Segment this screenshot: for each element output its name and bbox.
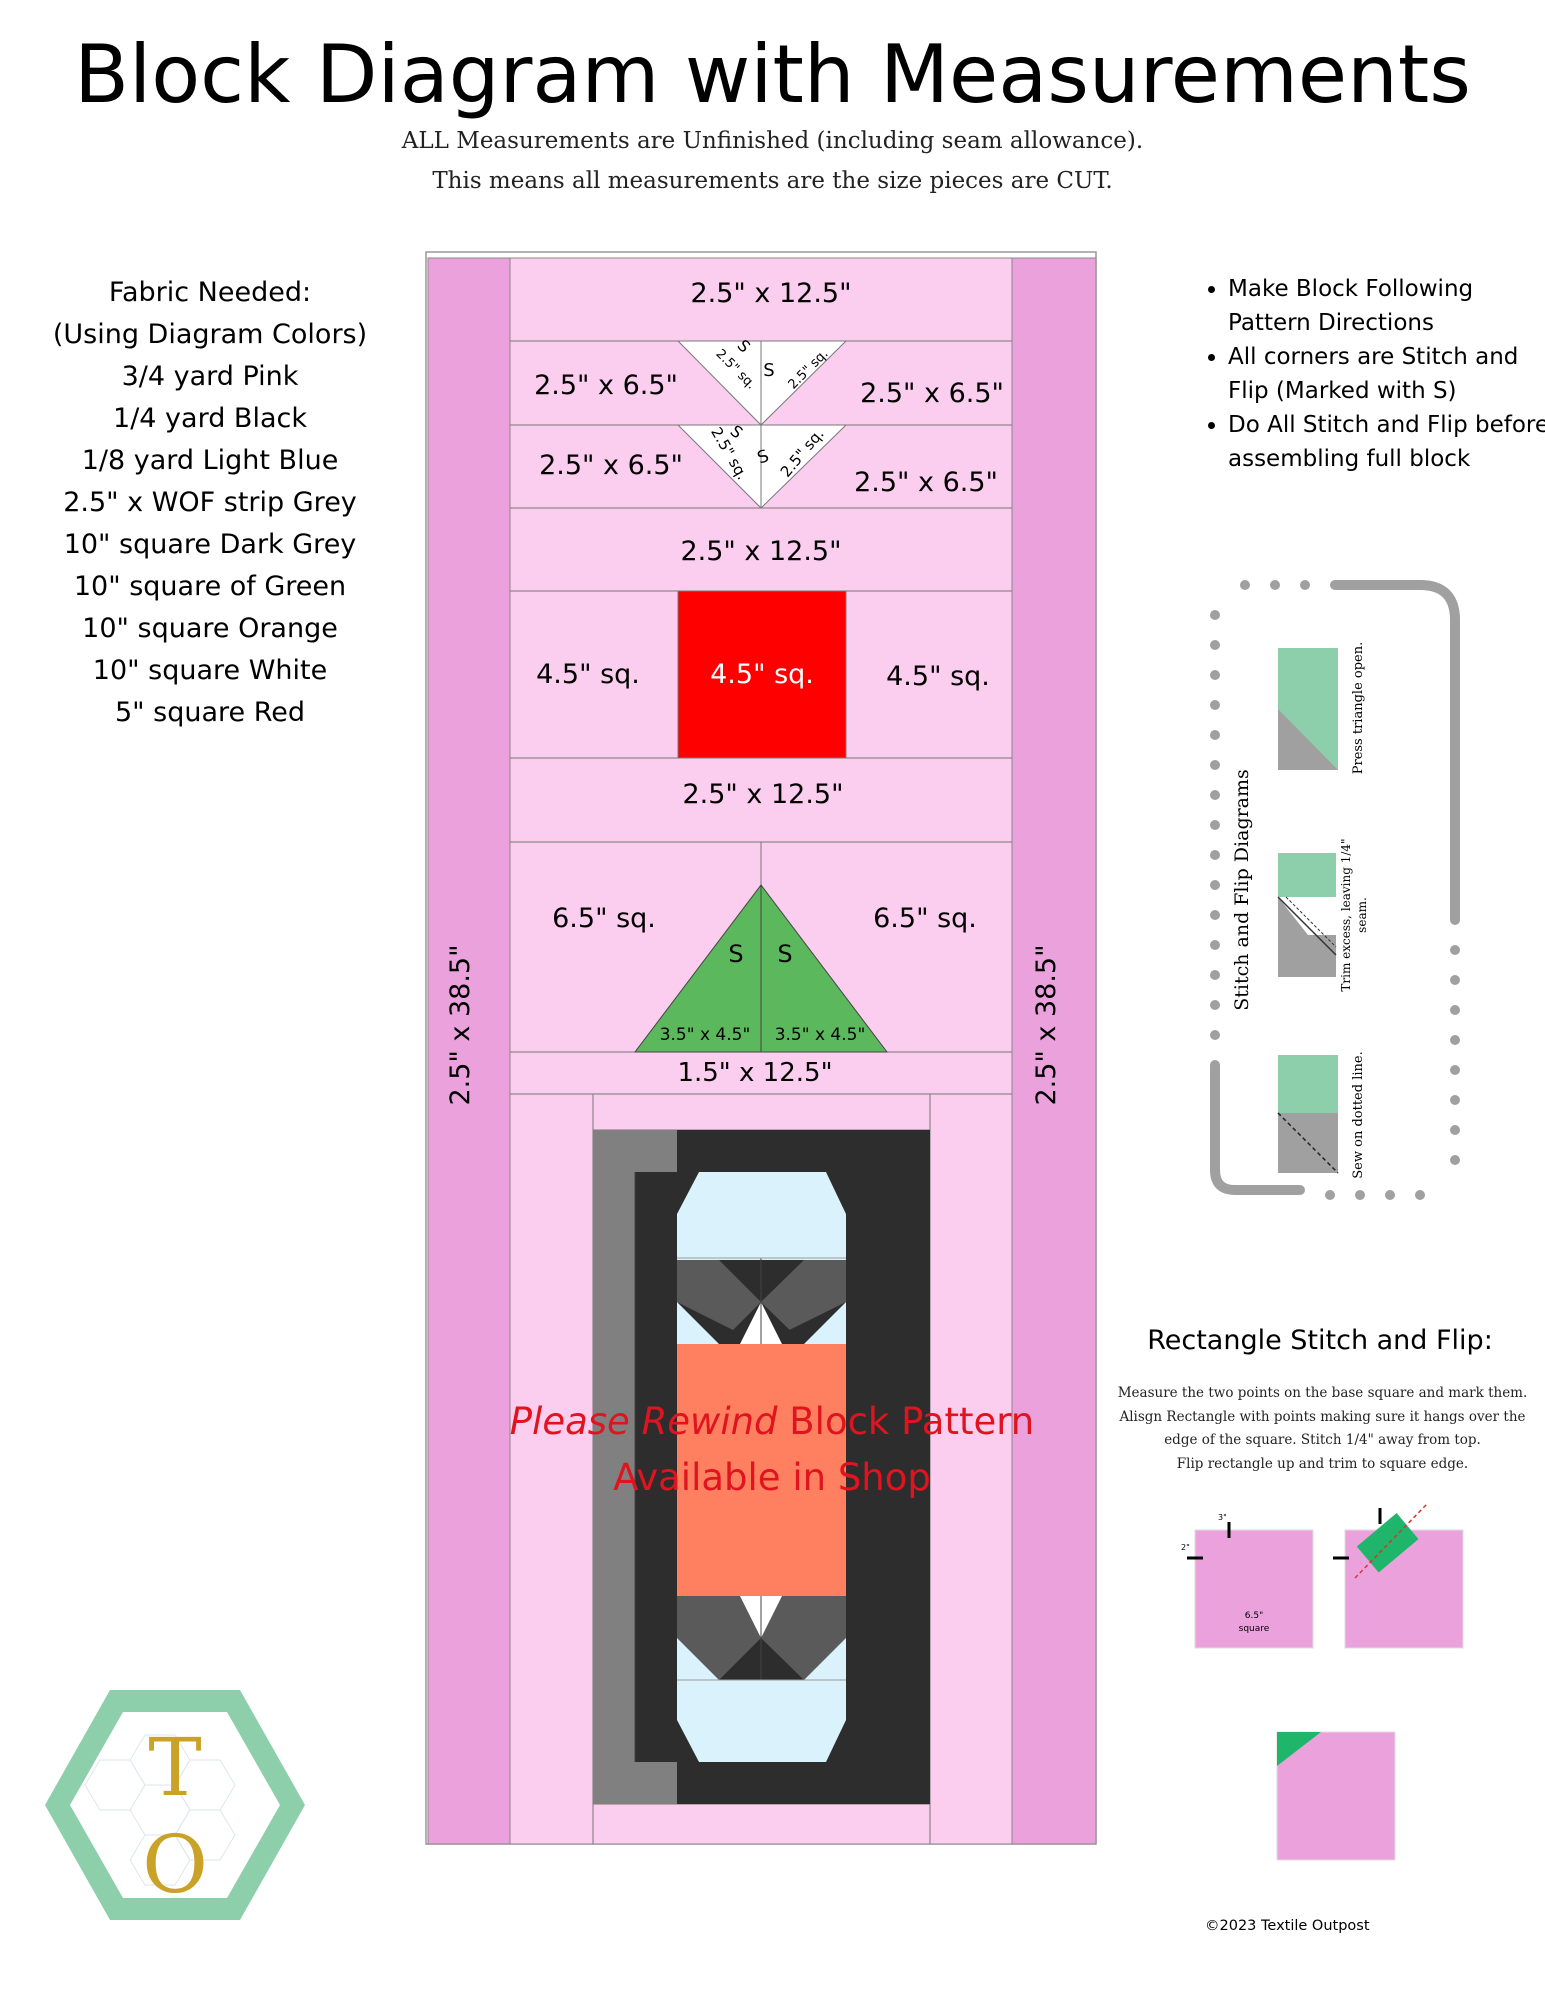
stitch-mark: S — [777, 940, 792, 968]
rect-label: 2.5" x 6.5" — [539, 450, 683, 481]
square-label: 4.5" sq. — [886, 661, 990, 692]
promo-italic: Please Rewind — [510, 1400, 778, 1443]
stitch-mark: S — [763, 360, 774, 381]
narrow-strip-label: 1.5" x 12.5" — [677, 1058, 832, 1088]
rectangle-heading: Rectangle Stitch and Flip: — [1147, 1325, 1493, 1356]
fabric-note: (Using Diagram Colors) — [52, 319, 368, 350]
white-goose-triangle — [676, 340, 848, 426]
fabric-item: 1/4 yard Black — [113, 403, 307, 434]
rectangle-line: Alisgn Rectangle with points making sure… — [1119, 1408, 1526, 1449]
left-strip-label: 2.5" x 38.5" — [445, 944, 476, 1105]
square-label: 6.5" — [1245, 1611, 1263, 1621]
rect-label: 2.5" x 6.5" — [534, 370, 678, 401]
step-sew — [1277, 1055, 1339, 1174]
promo-line-2: Available in Shop — [613, 1456, 931, 1499]
right-strip-label: 2.5" x 38.5" — [1031, 944, 1062, 1105]
logo-letter-o: O — [142, 1818, 208, 1911]
rectangle-description: Measure the two points on the base squar… — [1115, 1382, 1530, 1476]
green-corner — [1277, 1732, 1321, 1766]
rectangle-diagram: 3" 2" 6.5" square — [1181, 1503, 1464, 1861]
green-rectangle — [1356, 1513, 1419, 1573]
square-label: 6.5" sq. — [552, 903, 656, 934]
promo-line-1: Please Rewind Block Pattern — [510, 1400, 1035, 1443]
promo-rest: Block Pattern — [778, 1400, 1035, 1443]
stitch-flip-panel: Stitch and Flip Diagrams Press triangle … — [1210, 580, 1460, 1200]
stitch-mark: S — [728, 940, 743, 968]
copyright: ©2023 Textile Outpost — [1205, 1918, 1370, 1934]
result-square — [1276, 1731, 1396, 1861]
base-square — [1194, 1529, 1314, 1649]
rewind-motif — [593, 1130, 930, 1804]
fabric-item: 10" square Orange — [82, 613, 338, 644]
lower-strip-label: 2.5" x 12.5" — [682, 779, 843, 810]
step-text: Sew on dotted line. — [1351, 1051, 1366, 1178]
logo-letter-t: T — [148, 1721, 201, 1814]
subtitle-line-1: ALL Measurements are Unfinished (includi… — [401, 128, 1144, 154]
white-goose-triangle — [676, 424, 848, 509]
rectangle-line: Flip rectangle up and trim to square edg… — [1176, 1455, 1469, 1472]
fabric-item: 10" square Dark Grey — [63, 529, 357, 560]
instruction-list: Make Block Following Pattern Directions … — [1198, 272, 1545, 476]
square-label: 6.5" sq. — [873, 903, 977, 934]
rect-label: 2.5" x 6.5" — [854, 467, 998, 498]
triangle-piece-label: 3.5" x 4.5" — [775, 1025, 866, 1045]
square-label: 4.5" sq. — [710, 659, 814, 690]
rect-label: 2.5" x 6.5" — [860, 378, 1004, 409]
textile-outpost-logo: T O — [45, 1690, 305, 1920]
top-strip-label: 2.5" x 12.5" — [690, 278, 851, 309]
fabric-item: 10" square White — [92, 655, 328, 686]
square-label: 4.5" sq. — [536, 659, 640, 690]
red-center-square — [677, 590, 847, 759]
fabric-item: 10" square of Green — [73, 571, 347, 602]
fabric-item: 3/4 yard Pink — [121, 361, 299, 392]
instruction-item: All corners are Stitch and Flip (Marked … — [1228, 340, 1545, 408]
fabric-item: 1/8 yard Light Blue — [81, 445, 339, 476]
fabric-item: 5" square Red — [114, 697, 306, 728]
mark-label: 2" — [1181, 1543, 1190, 1552]
stitch-flip-heading: Stitch and Flip Diagrams — [1231, 769, 1253, 1011]
step-press-open — [1278, 648, 1338, 770]
instruction-item: Make Block Following Pattern Directions — [1228, 272, 1545, 340]
square-label: square — [1239, 1624, 1270, 1634]
step-trim — [1277, 853, 1337, 977]
fabric-item: 2.5" x WOF strip Grey — [63, 487, 357, 518]
left-side-strip — [427, 257, 511, 1845]
mid-strip-label: 2.5" x 12.5" — [680, 536, 841, 567]
step-text: Press triangle open. — [1351, 642, 1366, 775]
instruction-item: Do All Stitch and Flip before assembling… — [1228, 408, 1545, 476]
subtitle-line-2: This means all measurements are the size… — [432, 168, 1113, 194]
fabric-list: Fabric Needed: (Using Diagram Colors) 3/… — [40, 272, 380, 734]
step-text: Trim excess, leaving 1/4"seam. — [1339, 838, 1369, 991]
rectangle-line: Measure the two points on the base squar… — [1117, 1385, 1528, 1401]
triangle-piece-label: 3.5" x 4.5" — [660, 1025, 751, 1045]
dotted-border — [1210, 580, 1460, 1200]
mark-label: 3" — [1218, 1513, 1227, 1522]
page-title: Block Diagram with Measurements — [74, 28, 1471, 121]
fabric-heading: Fabric Needed: — [108, 277, 312, 308]
right-side-strip — [1011, 257, 1097, 1845]
